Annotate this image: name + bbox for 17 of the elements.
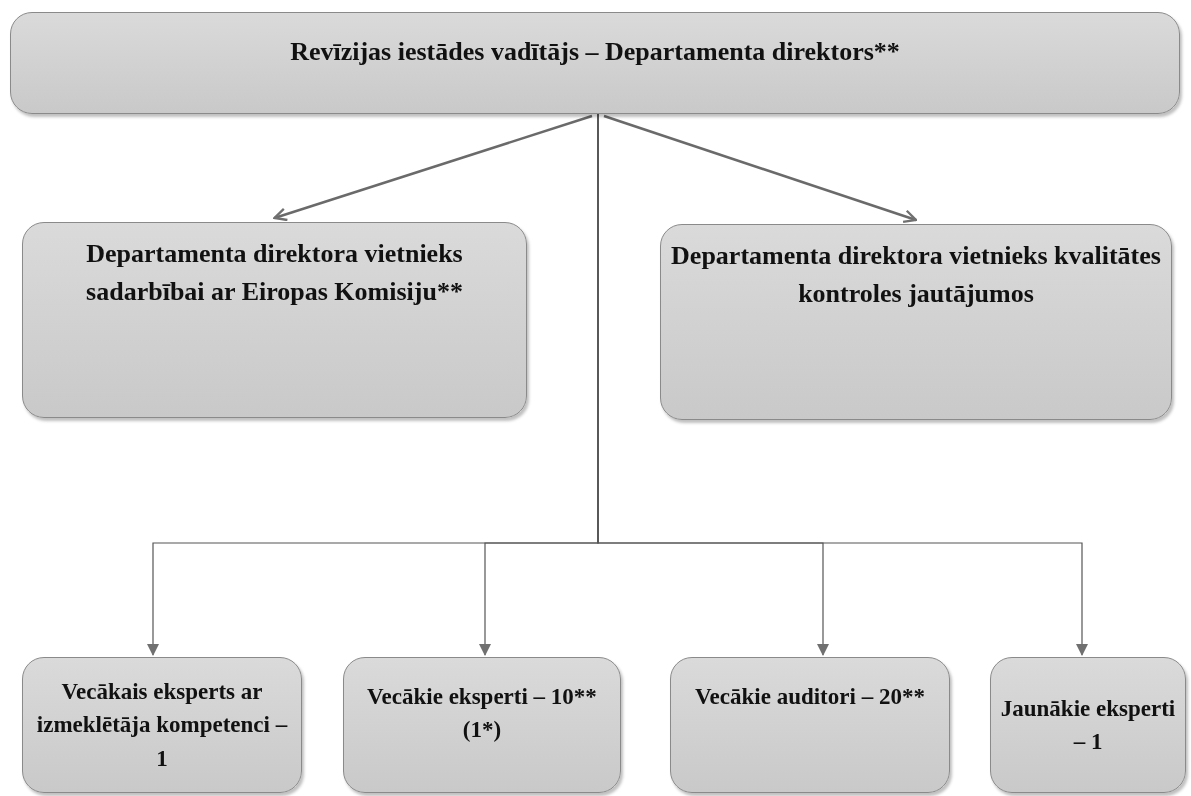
box-label: Jaunākie eksperti – 1 [999,694,1177,756]
box-label: Departamenta direktora vietnieks sadarbībai ar Eiropas Komisiju** [85,238,464,308]
process-box [660,224,1172,420]
box-label: Vecākais eksperts ar izmeklētāja kompetenci – 1 [35,678,289,773]
process-box [343,657,621,793]
process-box [670,657,950,793]
arrow [603,114,918,223]
arrow [273,114,593,222]
box-label: Vecākie auditori – 20** [695,683,925,711]
process-box [990,657,1186,793]
process-box [22,657,302,793]
header-box [10,12,1180,114]
box-label: Vecākie eksperti – 10** (1*) [366,683,598,745]
process-box [22,222,527,418]
box-label: Departamenta direktora vietnieks kvalitātes kontroles jautājumos [670,240,1162,310]
box-label: Revīzijas iestādes vadītājs – Departamenta direktors** [290,36,900,68]
arrow [597,113,1088,656]
